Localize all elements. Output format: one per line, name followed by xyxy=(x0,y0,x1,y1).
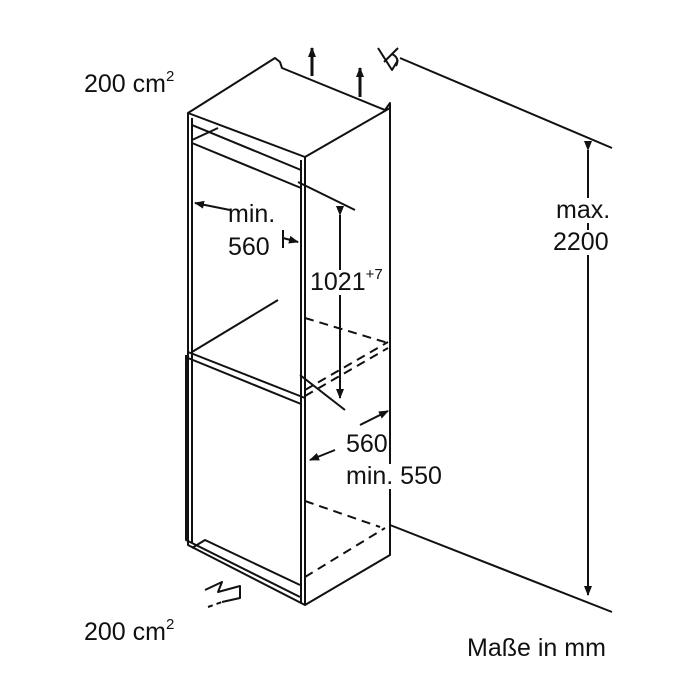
cabinet-outline xyxy=(185,57,391,606)
niche-height-label: 1021+7 xyxy=(310,266,383,296)
max-height-label-1: max. xyxy=(556,196,611,224)
hidden-lines xyxy=(304,317,389,578)
vent-bottom-label: 200 cm2 xyxy=(84,616,175,646)
niche-depth-label-2: min. 550 xyxy=(346,462,442,490)
vent-top-label: 200 cm2 xyxy=(84,68,175,98)
dimension-lines xyxy=(194,57,613,613)
niche-width-label-1: min. xyxy=(228,200,276,228)
installation-mark-icon xyxy=(377,47,399,71)
airflow-in-arrow xyxy=(204,581,241,608)
niche-depth-label-1: 560 xyxy=(346,430,388,458)
units-label: Maße in mm xyxy=(467,634,606,662)
airflow-out-arrows xyxy=(308,47,364,97)
niche-width-label-2: 560 xyxy=(228,233,270,261)
max-height-label-2: 2200 xyxy=(553,228,609,256)
